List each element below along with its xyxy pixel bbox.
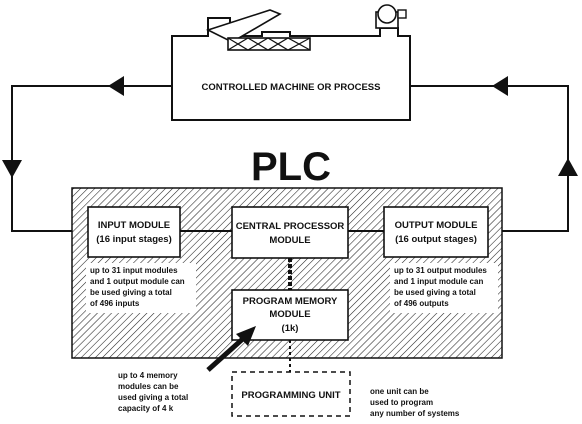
memory-pointer-arrow-icon — [206, 326, 256, 372]
input-note-line: and 1 output module can — [90, 277, 185, 286]
plc-title: PLC — [251, 145, 331, 189]
memory-module-capacity: (1k) — [282, 323, 299, 334]
input-module-subtitle: (16 input stages) — [96, 234, 172, 245]
output-note-line: of 496 outputs — [394, 299, 449, 308]
output-module-subtitle: (16 output stages) — [395, 234, 477, 245]
arrow-up-right-icon — [558, 158, 578, 176]
programming-note-line: used to program — [370, 398, 433, 407]
input-note-line: up to 31 input modules — [90, 266, 178, 275]
programming-note-line: one unit can be — [370, 387, 429, 396]
controlled-machine: CONTROLLED MACHINE OR PROCESS — [171, 4, 411, 121]
arrow-left-right-side-icon — [492, 76, 508, 96]
input-note-line: of 496 inputs — [90, 299, 140, 308]
input-module-title: INPUT MODULE — [98, 220, 170, 231]
arrow-left-top-icon — [108, 76, 124, 96]
memory-module-subtitle: MODULE — [269, 309, 310, 320]
input-module: INPUT MODULE (16 input stages) — [87, 206, 181, 258]
input-note-line: be used giving a total — [90, 288, 172, 297]
machine-label: CONTROLLED MACHINE OR PROCESS — [202, 82, 381, 93]
programming-note-line: any number of systems — [370, 409, 460, 418]
arrow-down-left-icon — [2, 160, 22, 178]
cpu-module-subtitle: MODULE — [269, 235, 310, 246]
memory-note-line: up to 4 memory — [118, 371, 178, 380]
memory-note-line: modules can be — [118, 382, 179, 391]
output-note-line: and 1 input module can — [394, 277, 483, 286]
programming-unit-label: PROGRAMMING UNIT — [241, 390, 340, 401]
memory-note: up to 4 memory modules can be used givin… — [118, 371, 188, 413]
programming-unit: PROGRAMMING UNIT — [231, 371, 351, 417]
memory-module-title: PROGRAM MEMORY — [243, 296, 338, 307]
memory-note-line: capacity of 4 k — [118, 404, 174, 413]
program-memory-module: PROGRAM MEMORY MODULE (1k) — [231, 289, 349, 341]
programming-note: one unit can be used to program any numb… — [370, 387, 460, 418]
output-note: up to 31 output modules and 1 input modu… — [390, 263, 498, 313]
input-note: up to 31 input modules and 1 output modu… — [86, 263, 196, 313]
output-module-title: OUTPUT MODULE — [395, 220, 478, 231]
output-note-line: be used giving a total — [394, 288, 476, 297]
cpu-module: CENTRAL PROCESSOR MODULE — [231, 206, 349, 259]
output-note-line: up to 31 output modules — [394, 266, 487, 275]
memory-note-line: used giving a total — [118, 393, 188, 402]
cpu-module-title: CENTRAL PROCESSOR — [236, 221, 345, 232]
output-module: OUTPUT MODULE (16 output stages) — [383, 206, 489, 258]
